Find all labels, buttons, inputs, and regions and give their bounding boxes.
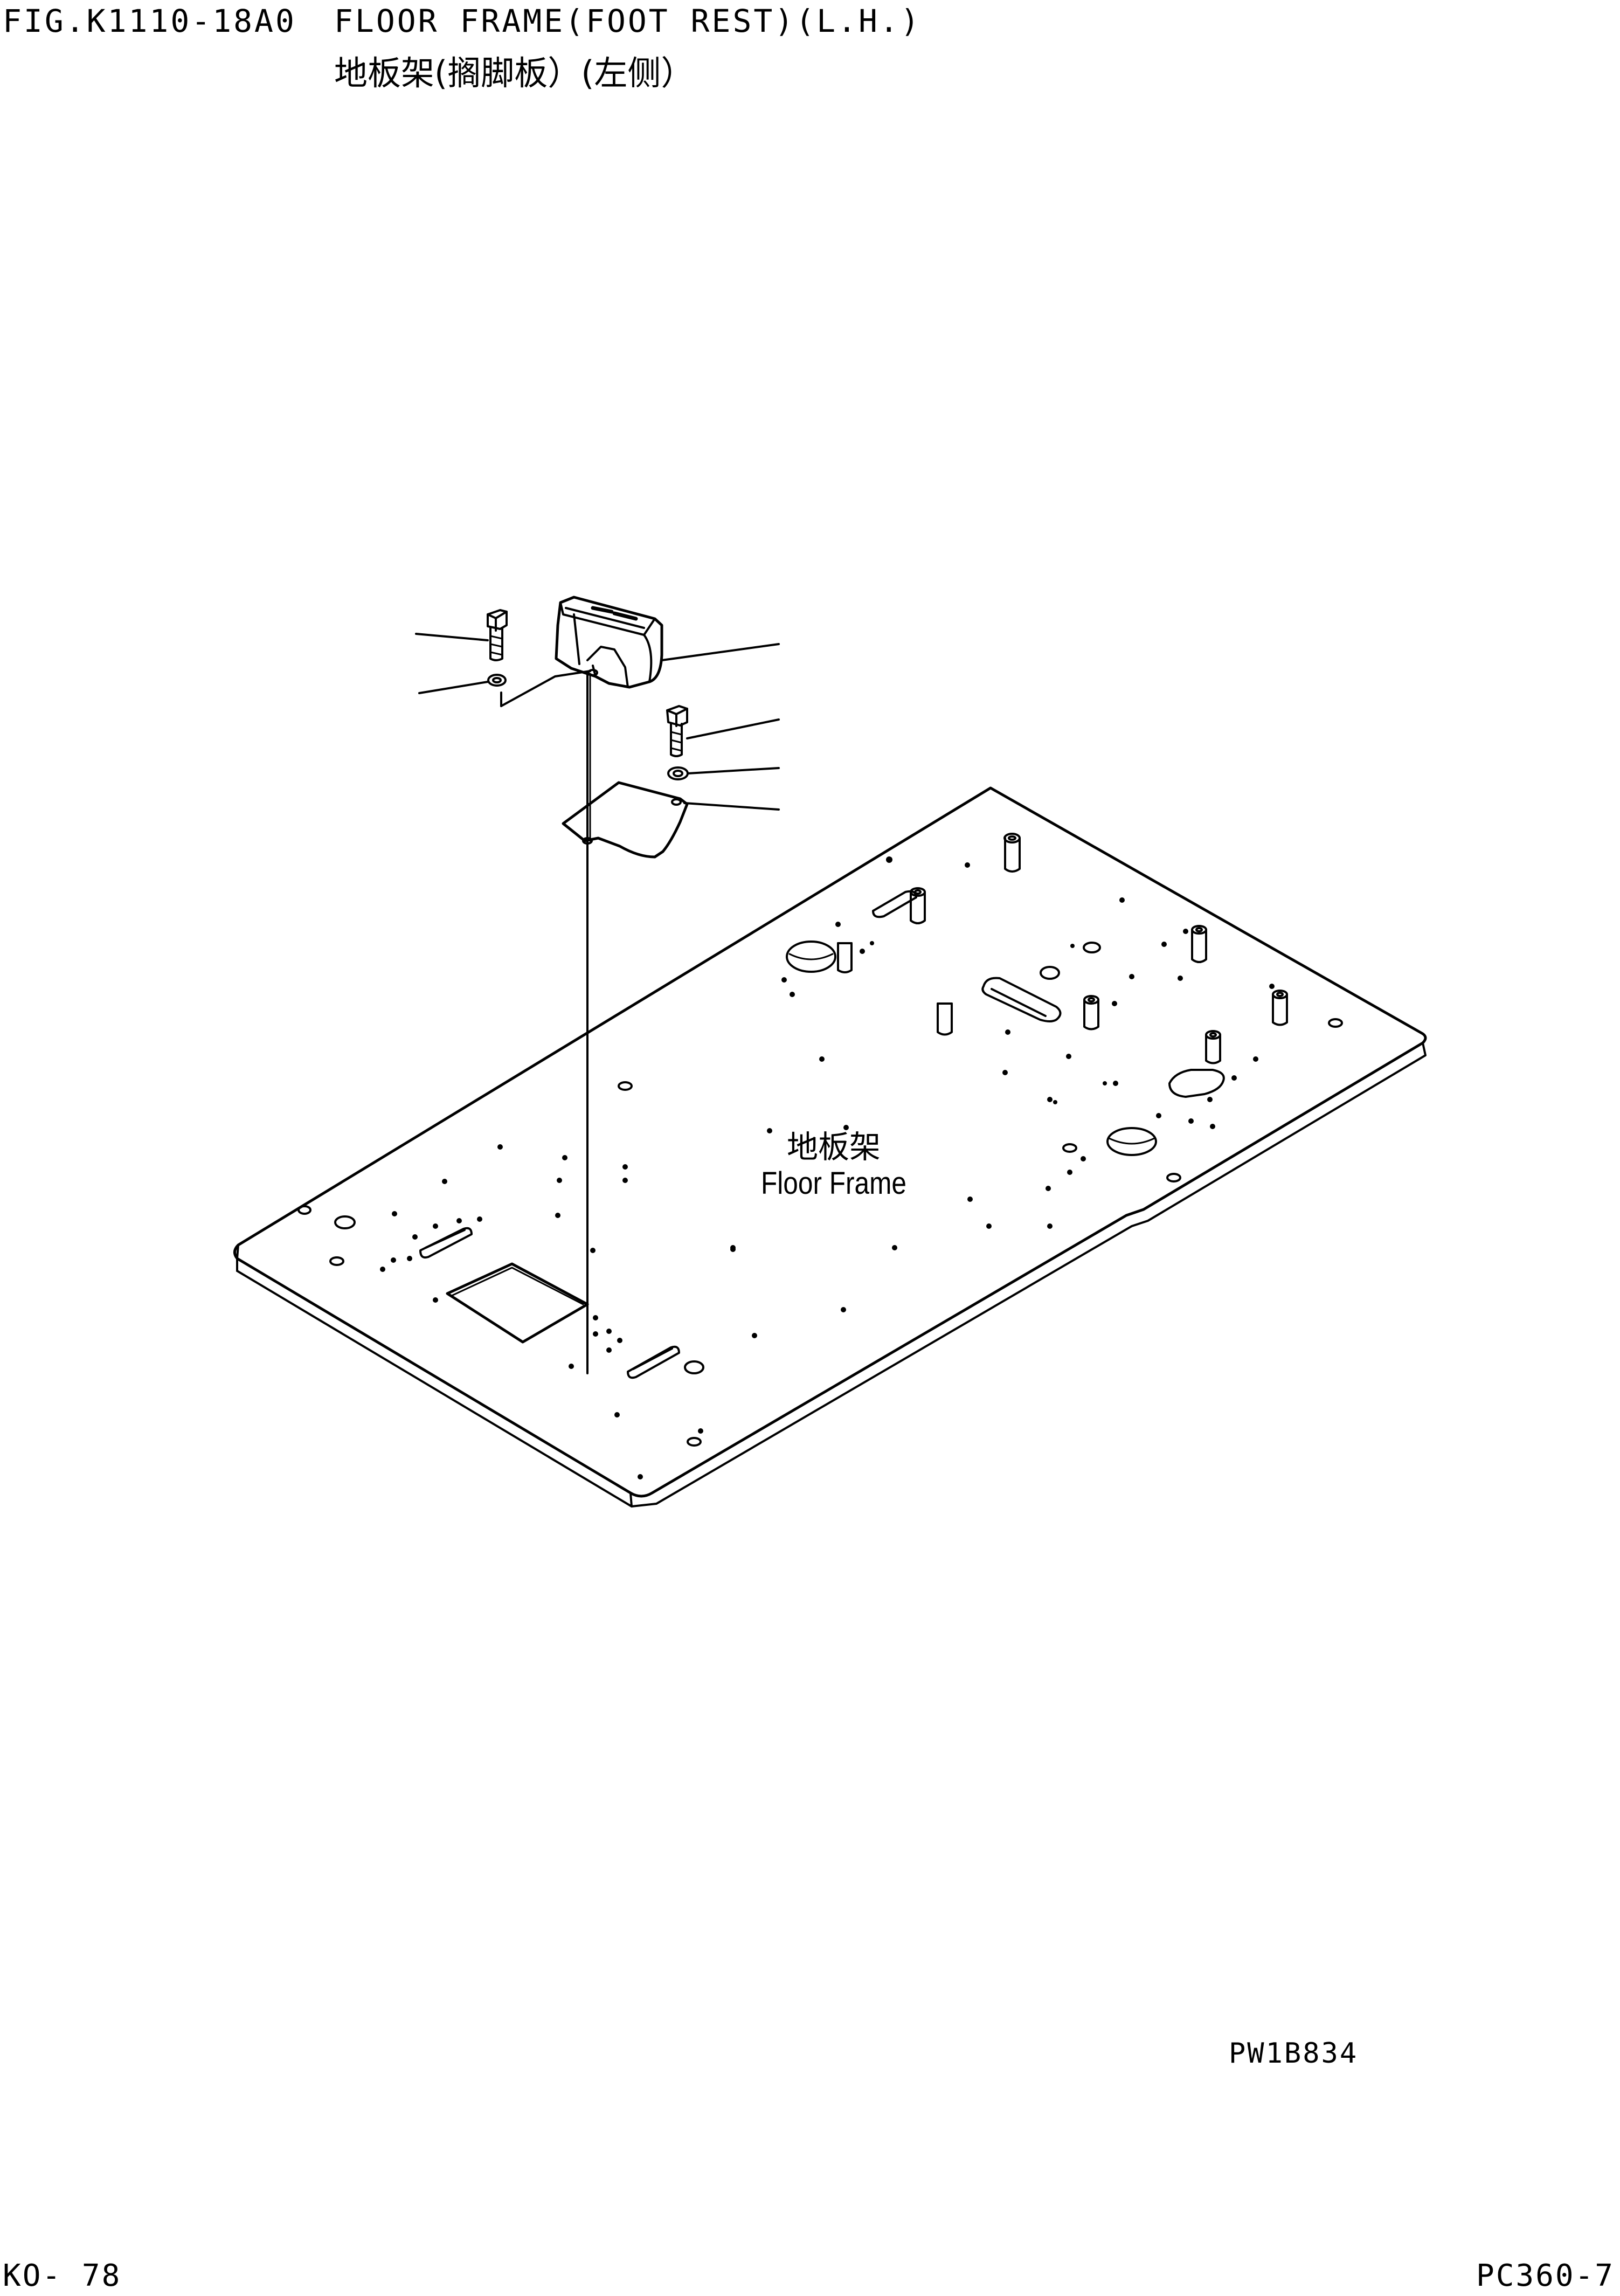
bolt-upper-left <box>487 609 508 661</box>
part-label-english: Floor Frame <box>761 1166 906 1201</box>
leader-lines <box>415 633 780 811</box>
plate-slots <box>419 890 1225 1379</box>
floor-frame-plate <box>233 786 1427 1507</box>
rectangular-cutout <box>446 1262 589 1344</box>
foot-rest-bracket <box>562 781 689 859</box>
page-number: KO- 78 <box>3 2258 122 2293</box>
washer-right <box>667 766 689 780</box>
machine-model: PC360-7 <box>1476 2258 1615 2293</box>
plate-large-holes <box>297 940 1343 1447</box>
figure-title-english: FLOOR FRAME(FOOT REST)(L.H.) <box>334 3 922 39</box>
part-label-chinese: 地板架 <box>787 1129 881 1165</box>
plate-small-holes <box>380 856 1275 1479</box>
bolt-right <box>666 705 688 757</box>
drawing-reference-code: PW1B834 <box>1229 2037 1359 2070</box>
figure-title-chinese: 地板架(搁脚板）(左侧） <box>334 53 695 93</box>
plate-studs <box>837 833 1288 1064</box>
washer-upper-left <box>487 674 507 687</box>
figure-code: FIG.K1110-18A0 <box>3 3 296 39</box>
